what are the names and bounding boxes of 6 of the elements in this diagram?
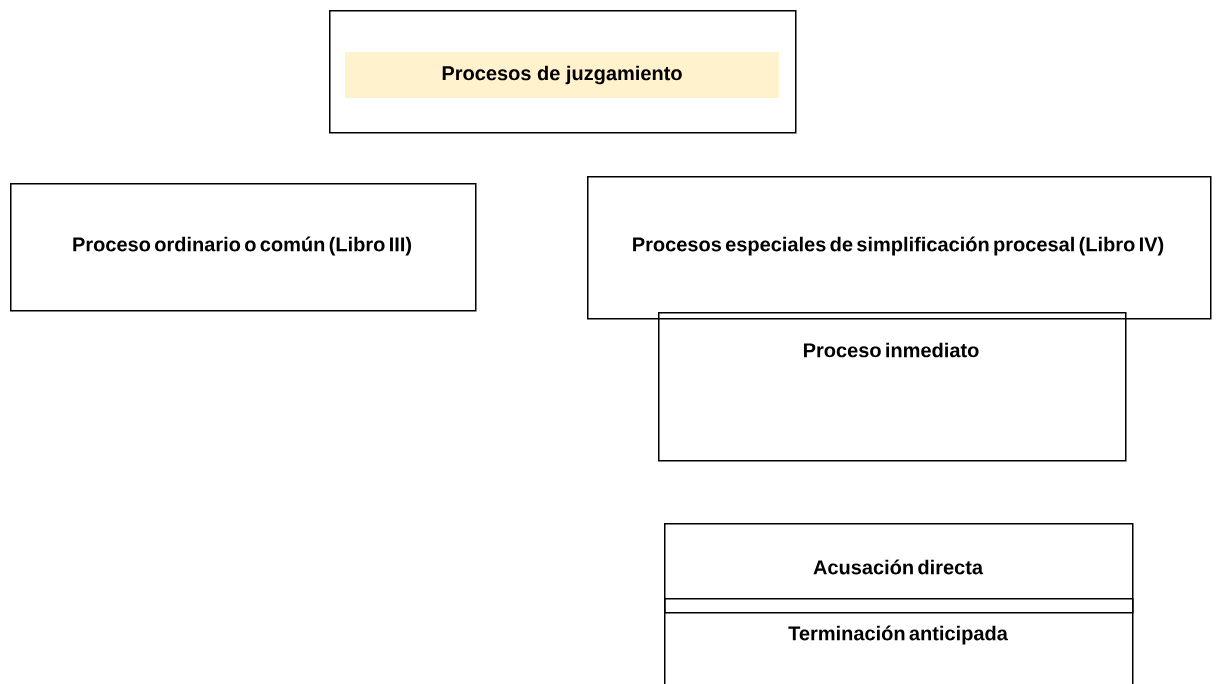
process-box: Procesos especiales de simplificación procesal (Libro IV) (587, 176, 1212, 320)
process-box: Terminación anticipada (664, 598, 1134, 684)
process-box: Acusación directa (664, 523, 1134, 614)
process-box: Proceso ordinario o común (Libro III) (10, 183, 477, 312)
process-box: Procesos de juzgamiento (329, 10, 797, 134)
process-box: Proceso inmediato (658, 312, 1127, 462)
